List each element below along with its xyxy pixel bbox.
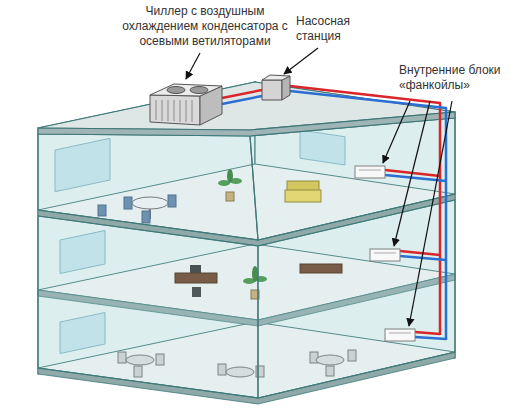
chiller-callout: Чиллер с воздушным охлаждением конденсат… — [120, 4, 290, 49]
leader-arrows-part — [394, 101, 430, 246]
leader-arrows-part — [383, 101, 410, 163]
water-pipes — [222, 86, 446, 340]
fancoil-units-part — [370, 249, 400, 261]
pump-station — [262, 75, 290, 100]
glass-facade-part — [258, 200, 455, 398]
pump-station-part — [262, 75, 290, 80]
pump-callout: Насосная станция — [296, 14, 368, 44]
chiller-unit-part — [150, 84, 222, 96]
chiller-unit — [150, 84, 222, 125]
fancoil-callout: Внутренние блоки «фанкойлы» — [396, 62, 514, 94]
chiller-unit-part — [190, 87, 208, 94]
leader-arrows-part — [284, 48, 318, 74]
pump-station-part — [262, 80, 282, 100]
water-pipes-part — [222, 91, 446, 340]
water-pipes-part — [222, 86, 440, 335]
roof — [38, 82, 455, 136]
fancoil-units-part — [355, 166, 385, 178]
fancoil-units-part — [359, 170, 411, 333]
leader-arrows-part — [186, 53, 200, 79]
chiller-unit-part — [167, 87, 185, 94]
glass-facade — [38, 118, 455, 398]
leader-arrows-part — [409, 101, 452, 326]
chiller-unit-part — [156, 100, 192, 122]
fancoil-units — [355, 166, 415, 341]
glass-facade-part — [38, 216, 258, 398]
fancoil-units-part — [385, 329, 415, 341]
chiller-unit-part — [150, 95, 200, 125]
roof-part — [38, 112, 455, 136]
